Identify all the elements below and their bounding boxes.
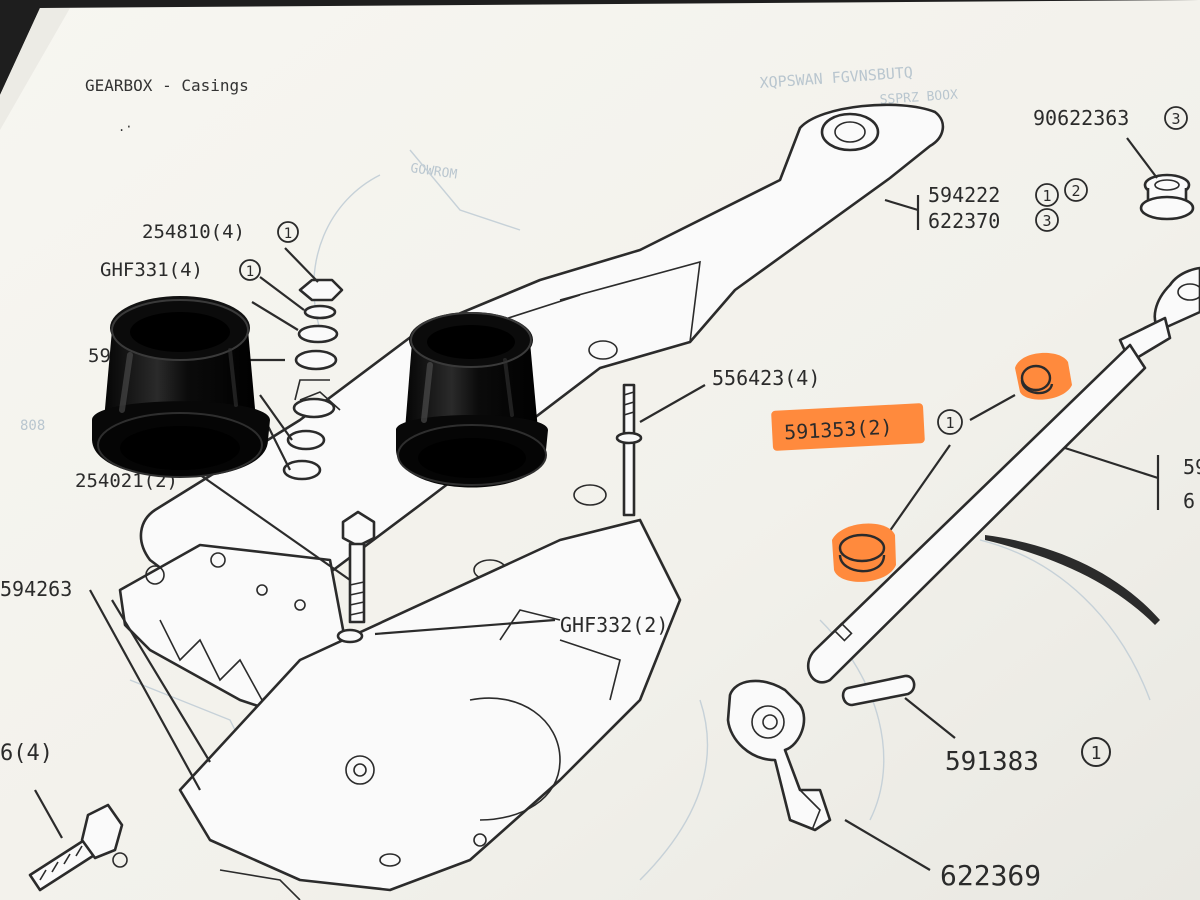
svg-text:594222: 594222 xyxy=(928,183,1000,207)
gearbox-casing-drawing xyxy=(112,518,682,900)
svg-text:556423(4): 556423(4) xyxy=(712,366,820,390)
callout-591353: 591353(2) 1 xyxy=(784,409,963,445)
svg-text:GOWROM: GOWROM xyxy=(409,161,458,182)
svg-text:3: 3 xyxy=(1171,110,1180,128)
svg-text:591383: 591383 xyxy=(945,747,1039,777)
svg-text:6: 6 xyxy=(1183,489,1195,513)
highlighter-mark xyxy=(771,403,925,451)
callout-254810: 254810(4) 1 xyxy=(142,221,299,243)
svg-text:622369: 622369 xyxy=(940,859,1041,892)
svg-text:GHF332(2): GHF332(2) xyxy=(560,613,668,637)
svg-text:6(4): 6(4) xyxy=(0,741,53,766)
callout-622370: 622370 3 xyxy=(928,208,1059,233)
callout-ghf331: GHF331(4) 1 xyxy=(100,259,261,281)
stud-556423-drawing xyxy=(615,383,643,517)
rubber-bushing-right xyxy=(396,312,548,488)
stray-mark: .· xyxy=(118,120,132,134)
rubber-bushing-left xyxy=(92,296,270,478)
leader-lines xyxy=(34,137,1160,871)
svg-text:591353(2): 591353(2) xyxy=(784,415,893,445)
paper-curl xyxy=(0,8,70,130)
highlighted-bush-lower xyxy=(832,523,896,582)
svg-text:59: 59 xyxy=(88,345,111,367)
svg-text:GHF331(4): GHF331(4) xyxy=(100,259,203,281)
callout-partial-right: 59 6 xyxy=(1183,455,1200,513)
callout-591383: 591383 1 xyxy=(945,737,1111,777)
svg-text:1: 1 xyxy=(1042,187,1051,205)
nut-washer-stack-drawing xyxy=(282,278,344,481)
callout-594222: 594222 1 2 xyxy=(928,178,1088,207)
bolt-lower-left-drawing xyxy=(28,803,124,892)
svg-text:594263: 594263 xyxy=(0,577,72,601)
selector-shaft-drawing xyxy=(806,266,1200,684)
callout-90622363: 90622363 3 xyxy=(1033,106,1188,130)
svg-text:1: 1 xyxy=(246,264,254,280)
svg-text:1: 1 xyxy=(945,414,954,432)
callout-556423: 556423(4) xyxy=(712,366,820,390)
callout-622369: 622369 xyxy=(940,859,1041,892)
faint-background-lines xyxy=(129,149,1151,881)
selector-lever-622369-drawing xyxy=(726,679,832,832)
callout-ghf332: GHF332(2) xyxy=(560,613,668,637)
bush-90622363-drawing xyxy=(1139,173,1195,221)
svg-text:808: 808 xyxy=(20,418,45,434)
svg-text:1: 1 xyxy=(1091,743,1102,764)
curved-part-drawing xyxy=(985,535,1160,625)
svg-text:59: 59 xyxy=(1183,455,1200,479)
roll-pin-591383-drawing xyxy=(841,674,916,707)
callout-594263: 594263 xyxy=(0,577,72,601)
svg-text:90622363: 90622363 xyxy=(1033,106,1129,130)
highlighted-bush-upper xyxy=(1015,352,1072,400)
svg-text:254810(4): 254810(4) xyxy=(142,221,245,243)
svg-text:2: 2 xyxy=(1071,182,1080,200)
page-header: GEARBOX - Casings xyxy=(85,76,249,95)
selector-housing-drawing xyxy=(139,103,945,602)
svg-text:622370: 622370 xyxy=(928,209,1000,233)
callout-6-4: 6(4) xyxy=(0,741,53,766)
bolt-ghf332-drawing xyxy=(336,510,376,644)
svg-text:1: 1 xyxy=(284,226,292,242)
svg-text:3: 3 xyxy=(1042,212,1051,230)
callout-partial-left-59: 59 xyxy=(88,345,111,367)
svg-text:SSPRZ BOOX: SSPRZ BOOX xyxy=(879,88,958,108)
